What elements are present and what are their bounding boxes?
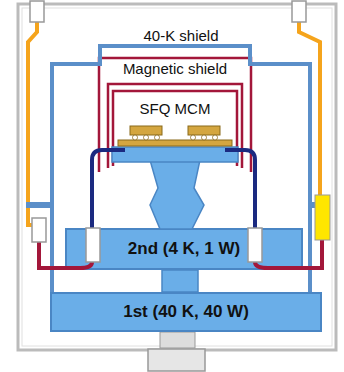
flex-cable [225,150,255,228]
feedthrough [292,1,306,22]
solder-bump [213,135,218,140]
sfq-chip [130,126,162,135]
sfq-chip [188,126,220,135]
solder-bump [202,135,207,140]
node-label: 1st (40 K, 40 W) [123,302,249,322]
coax-cable [39,242,92,268]
cold-head [162,270,198,292]
cold-stem [150,160,204,229]
node-label: 2nd (4 K, 1 W) [128,239,240,259]
support-post [160,332,195,348]
flex-cable [92,150,125,228]
coax-cable [255,240,322,268]
connector [248,228,262,262]
shield-wall [52,46,310,292]
feedthrough [30,1,44,22]
rt-cable [299,22,320,195]
node-label: 40-K shield [143,27,218,44]
attenuator [315,195,330,240]
node-label: SFQ MCM [140,100,211,117]
module-region: SFQ MCM [116,94,234,124]
solder-bumps [133,135,218,140]
vacuum-chamber [18,4,336,350]
node-label: Magnetic shield [123,60,227,77]
connector [86,228,100,262]
shield-wall [99,58,251,172]
mcm-substrate [118,140,232,146]
solder-bump [144,135,149,140]
solder-bump [155,135,160,140]
rt-cable [28,22,37,225]
solder-bump [133,135,138,140]
cooler-base [148,349,205,371]
solder-bump [191,135,196,140]
connector [32,218,46,242]
heat-anchor [26,202,52,208]
cold-plate [112,147,238,162]
vacuum-chamber-inner [22,8,332,346]
cooling-stage: 1st (40 K, 40 W) [50,292,322,332]
